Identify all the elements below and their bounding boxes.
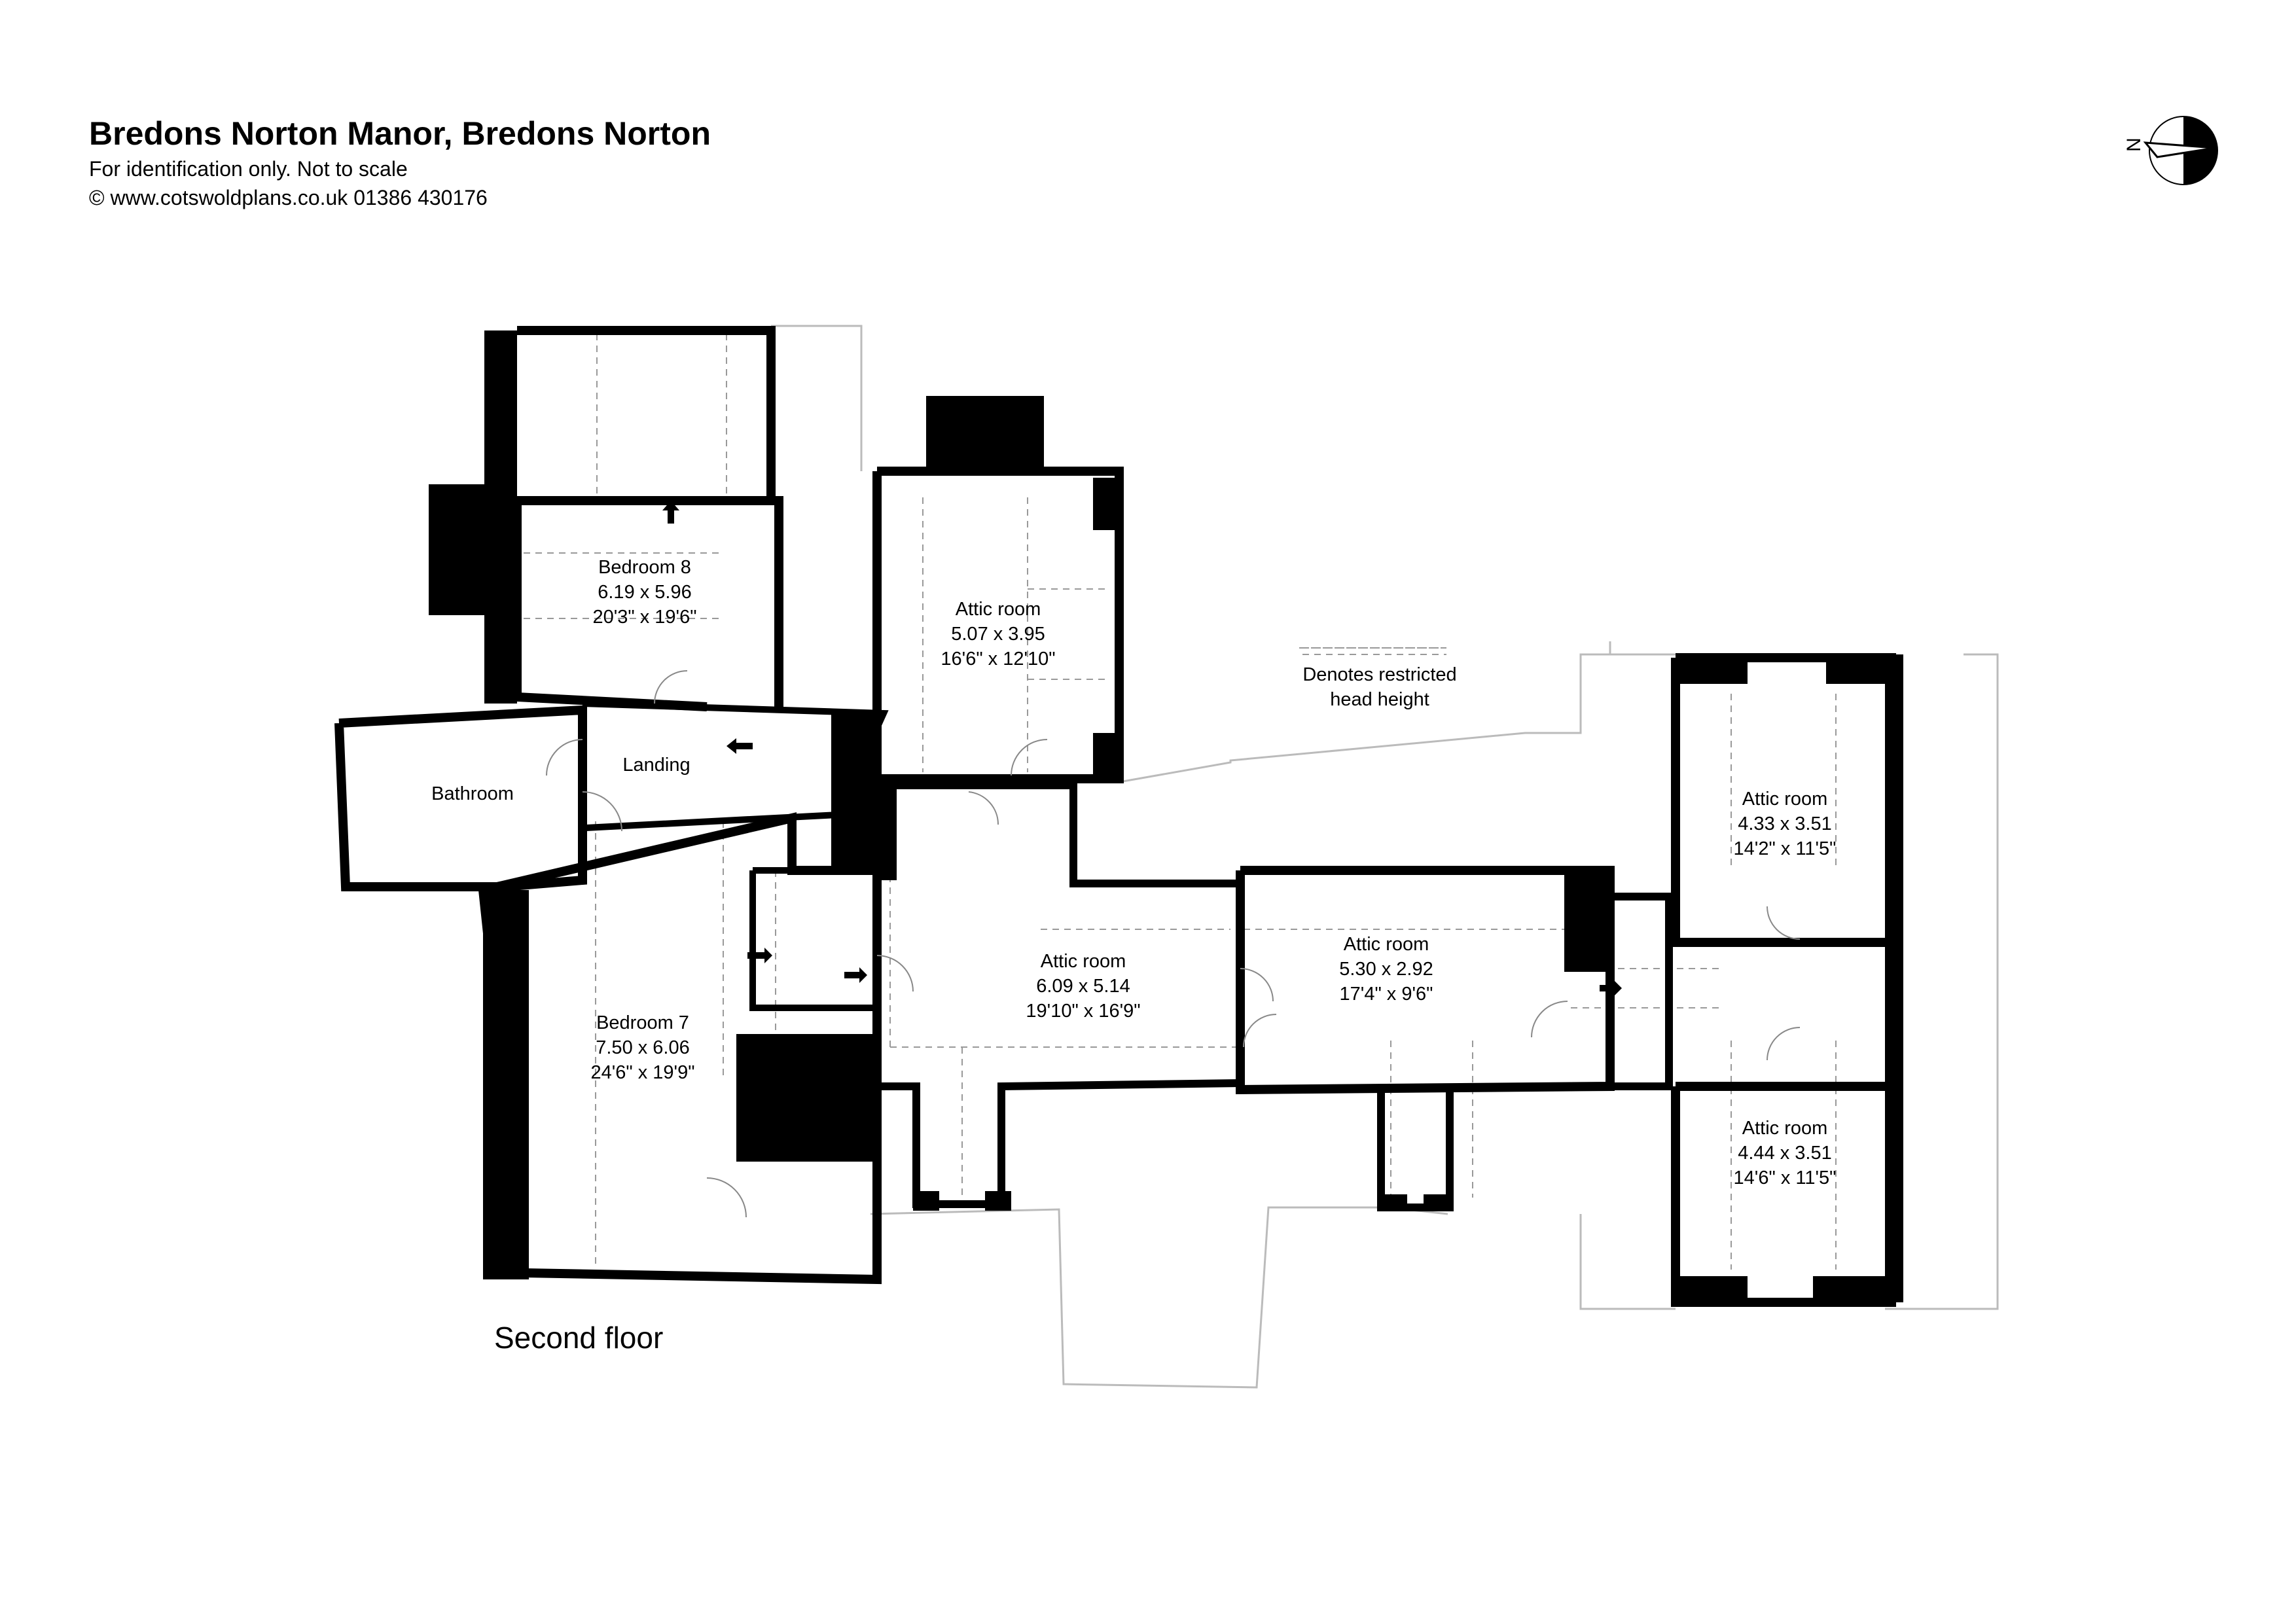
svg-text:16'6" x 12'10": 16'6" x 12'10" [941, 649, 1055, 669]
doors [546, 670, 1801, 1218]
svg-text:7.50 x 6.06: 7.50 x 6.06 [596, 1037, 690, 1058]
room-label-attic-room-central: Attic room 6.09 x 5.14 19'10" x 16'9" [1026, 951, 1140, 1022]
svg-text:Attic room: Attic room [956, 599, 1041, 620]
room-label-attic-room-north: Attic room 5.07 x 3.95 16'6" x 12'10" [941, 599, 1055, 669]
room-label-bedroom-7: Bedroom 7 7.50 x 6.06 24'6" x 19'9" [590, 1012, 694, 1083]
plan-copyright: © www.cotswoldplans.co.uk 01386 430176 [89, 186, 488, 209]
room-label-bedroom-8: Bedroom 8 6.19 x 5.96 20'3" x 19'6" [592, 557, 696, 628]
svg-text:Bedroom 7: Bedroom 7 [596, 1012, 689, 1033]
room-label-landing: Landing [622, 755, 690, 776]
plan-title: Bredons Norton Manor, Bredons Norton [89, 115, 711, 152]
compass-north-letter: N [2123, 137, 2145, 152]
svg-text:4.44 x 3.51: 4.44 x 3.51 [1738, 1143, 1832, 1164]
svg-text:6.09 x 5.14: 6.09 x 5.14 [1036, 976, 1130, 997]
floor-label: Second floor [494, 1321, 663, 1355]
restricted-head-height-lines [524, 334, 1837, 1270]
svg-text:Landing: Landing [622, 755, 690, 776]
north-arrow-icon: N [2123, 116, 2218, 185]
walls [334, 326, 1896, 1307]
svg-text:Bathroom: Bathroom [431, 783, 514, 804]
legend-text-line-2: head height [1330, 689, 1429, 710]
svg-text:4.33 x 3.51: 4.33 x 3.51 [1738, 813, 1832, 834]
svg-text:5.07 x 3.95: 5.07 x 3.95 [951, 624, 1045, 645]
svg-text:Bedroom 8: Bedroom 8 [598, 557, 691, 578]
svg-text:5.30 x 2.92: 5.30 x 2.92 [1339, 959, 1433, 980]
svg-text:19'10" x 16'9": 19'10" x 16'9" [1026, 1001, 1140, 1022]
room-label-bathroom: Bathroom [431, 783, 514, 804]
svg-text:14'2" x 11'5": 14'2" x 11'5" [1734, 838, 1837, 859]
plan-disclaimer: For identification only. Not to scale [89, 157, 408, 181]
svg-text:24'6" x 19'9": 24'6" x 19'9" [590, 1062, 694, 1083]
room-label-attic-room-east-top: Attic room 4.33 x 3.51 14'2" x 11'5" [1734, 789, 1837, 859]
svg-text:Attic room: Attic room [1344, 934, 1429, 955]
room-label-attic-room-east-bottom: Attic room 4.44 x 3.51 14'6" x 11'5" [1734, 1118, 1837, 1188]
svg-text:17'4" x 9'6": 17'4" x 9'6" [1340, 984, 1433, 1005]
svg-text:Attic room: Attic room [1742, 789, 1828, 810]
svg-text:6.19 x 5.96: 6.19 x 5.96 [598, 582, 692, 603]
stair-arrows [662, 501, 1622, 996]
svg-text:14'6" x 11'5": 14'6" x 11'5" [1734, 1168, 1837, 1188]
wall-masses [429, 330, 1903, 1302]
plan-header: Bredons Norton Manor, Bredons Norton For… [89, 113, 711, 212]
svg-text:Attic room: Attic room [1742, 1118, 1828, 1139]
svg-text:Attic room: Attic room [1041, 951, 1126, 972]
svg-text:20'3" x 19'6": 20'3" x 19'6" [592, 607, 696, 628]
room-label-attic-room-middle: Attic room 5.30 x 2.92 17'4" x 9'6" [1339, 934, 1433, 1005]
legend-text-line-1: Denotes restricted [1302, 664, 1456, 685]
